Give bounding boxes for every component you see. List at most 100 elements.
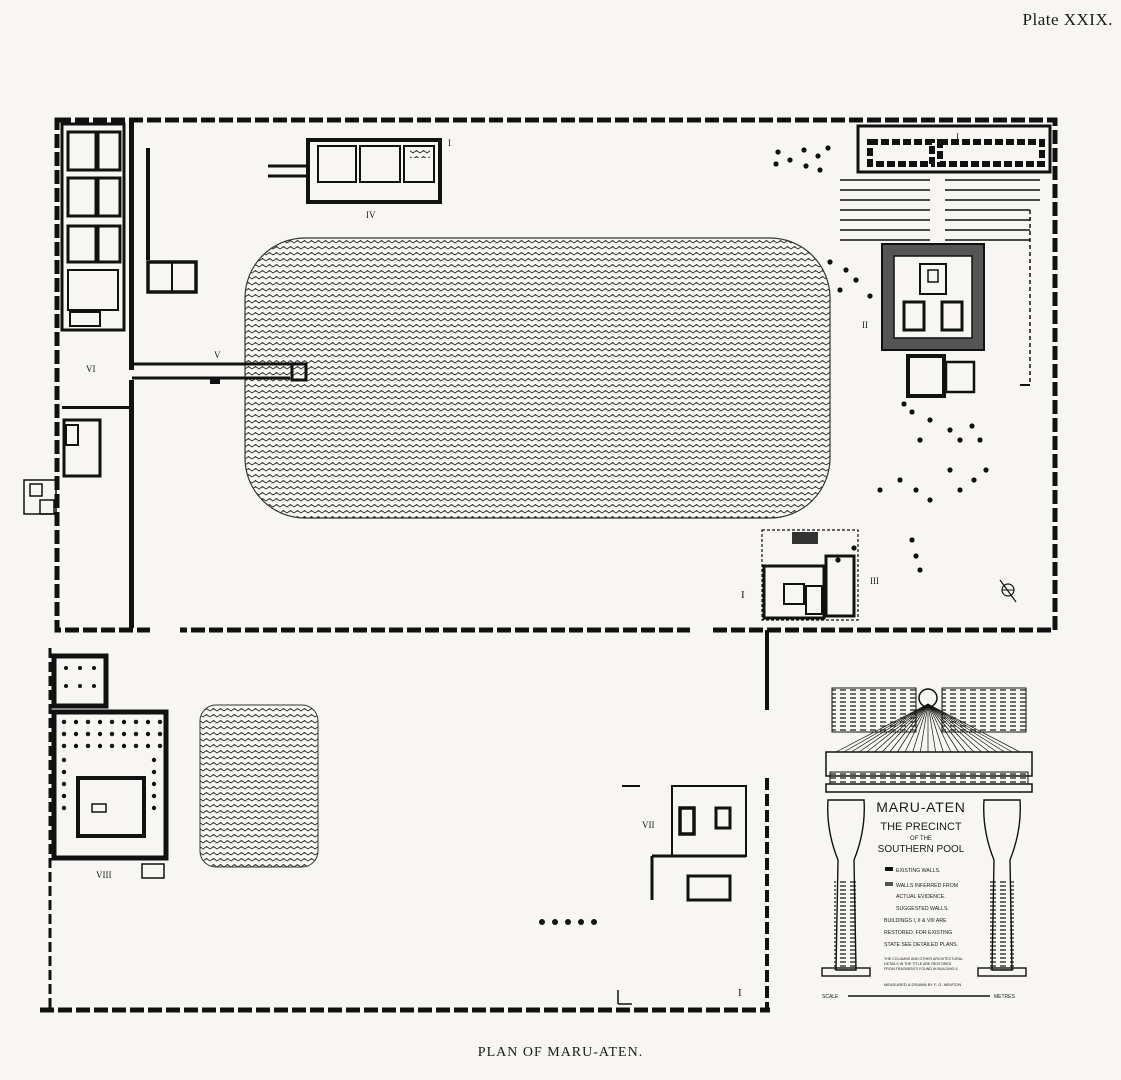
tree-icon: [803, 163, 809, 169]
tree-icon: [983, 467, 989, 473]
column: [61, 793, 67, 799]
column: [73, 719, 79, 725]
column: [121, 731, 127, 737]
great-pool: [244, 237, 831, 519]
column: [61, 743, 67, 749]
sun-ray: [927, 703, 944, 753]
legend-swatch-inferred: [885, 882, 893, 886]
column: [109, 743, 115, 749]
scale-unit: METRES: [994, 994, 1016, 1000]
tree-icon: [827, 259, 833, 265]
column-right: [977, 799, 1027, 977]
causeway-v: [132, 362, 308, 384]
column: [85, 719, 91, 725]
tree-icon: [957, 487, 963, 493]
column: [61, 769, 67, 775]
label-iv: IV: [366, 210, 376, 220]
column: [157, 719, 163, 725]
column: [133, 719, 139, 725]
column: [151, 781, 157, 787]
column: [97, 719, 103, 725]
tree-icon: [901, 401, 907, 407]
column: [145, 719, 151, 725]
column: [157, 731, 163, 737]
hieroglyph-band-right: [941, 687, 1027, 733]
label-ii: II: [862, 320, 868, 330]
column: [78, 684, 82, 688]
column: [61, 719, 67, 725]
compass-icon: [999, 579, 1017, 603]
column-left: [821, 799, 871, 977]
column: [145, 743, 151, 749]
tree-icon: [787, 157, 793, 163]
column: [61, 757, 67, 763]
column: [85, 731, 91, 737]
tree-icon: [917, 437, 923, 443]
tree-icon: [969, 423, 975, 429]
column: [73, 731, 79, 737]
tree-icon: [775, 149, 781, 155]
tree-icon: [801, 147, 807, 153]
cartouche-subtitle-3: SOUTHERN POOL: [878, 844, 965, 855]
column: [151, 805, 157, 811]
sun-ray: [912, 703, 929, 753]
column: [109, 719, 115, 725]
tree-icon: [957, 437, 963, 443]
trees: [773, 145, 989, 573]
label-i-se: I: [738, 987, 742, 999]
hieroglyph-band-left: [831, 687, 917, 733]
north-enclosure-wall: [54, 117, 1058, 634]
tree-icon: [877, 487, 883, 493]
column: [133, 731, 139, 737]
column: [61, 805, 67, 811]
column: [145, 731, 151, 737]
scale-label: SCALE: [822, 994, 839, 1000]
sun-ray: [927, 703, 937, 753]
building-viii: [51, 653, 169, 879]
plate-number: Plate XXIX.: [1022, 10, 1113, 29]
column: [61, 731, 67, 737]
cartouche-title: MARU-ATEN: [876, 799, 965, 815]
legend-line-1: EXISTING WALLS.: [896, 868, 941, 874]
label-iii: III: [870, 576, 879, 586]
building-vii: [622, 785, 747, 902]
label-viii: VIII: [96, 870, 112, 880]
tree-icon: [835, 557, 841, 563]
column: [151, 793, 157, 799]
legend-line-4: SUGGESTED WALLS.: [896, 906, 949, 912]
note-line-2: DETAILS IN THE TITLE ARE RESTORED: [884, 962, 952, 966]
tree-icon: [947, 427, 953, 433]
label-vii: VII: [642, 820, 655, 830]
annex-west: [23, 418, 102, 515]
sun-ray: [919, 703, 929, 753]
legend-line-7: STATE SEE DETAILED PLANS.: [884, 942, 958, 948]
tree-icon: [913, 487, 919, 493]
tree-icon: [913, 553, 919, 559]
column: [121, 743, 127, 749]
legend-swatch-existing: [885, 867, 893, 871]
cartouche-subtitle-1: THE PRECINCT: [880, 821, 962, 833]
column: [61, 781, 67, 787]
column: [78, 666, 82, 670]
small-building-west: [146, 148, 198, 294]
tree-icon: [773, 161, 779, 167]
tree-icon: [927, 417, 933, 423]
column: [151, 769, 157, 775]
note-line-3: FROM FRAGMENTS FOUND IN BUILDING II.: [884, 967, 958, 971]
building-vi: [60, 122, 126, 332]
column: [121, 719, 127, 725]
legend-line-5: BUILDINGS I, II & VIII ARE: [884, 918, 947, 924]
tree-icon: [853, 277, 859, 283]
column: [73, 743, 79, 749]
column: [97, 731, 103, 737]
label-v: V: [214, 350, 221, 360]
legend-line-6: RESTORED. FOR EXISTING: [884, 930, 952, 936]
building-iii: [761, 529, 859, 621]
label-i-s: I: [741, 589, 745, 601]
column: [64, 684, 68, 688]
legend-line-3: ACTUAL EVIDENCE.: [896, 894, 946, 900]
tree-icon: [825, 145, 831, 151]
column: [64, 666, 68, 670]
tree-icon: [815, 153, 821, 159]
